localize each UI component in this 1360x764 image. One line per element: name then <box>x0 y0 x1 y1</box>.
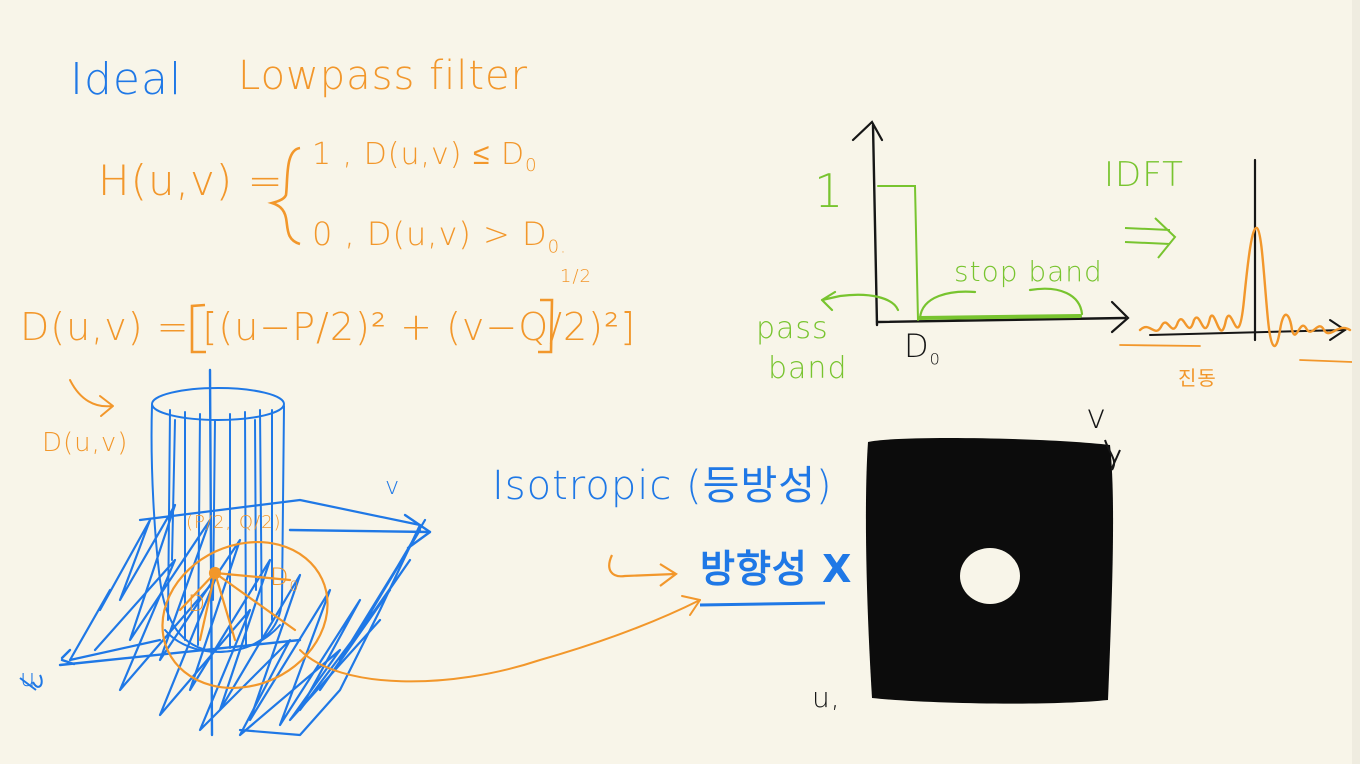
sinc-curve <box>1138 226 1352 347</box>
isotropic-label: Isotropic (등방성) <box>492 463 833 509</box>
axis-u-3d: u <box>20 664 37 692</box>
pass-band-label-2: band <box>768 351 848 386</box>
arrow-to-note <box>299 599 701 683</box>
sinc-sketch <box>1119 158 1352 363</box>
d-arrow <box>69 379 113 408</box>
graph-y-axis <box>871 123 879 327</box>
vertical-scrollbar[interactable] <box>1352 0 1360 764</box>
ringing-label: 진동 <box>1178 366 1217 390</box>
stop-band-label: stop band <box>954 255 1103 288</box>
graph-x-axis <box>875 316 1127 324</box>
pass-curve <box>877 185 919 321</box>
graph-d0-text: D <box>904 327 930 365</box>
cutoff-circle <box>161 540 329 690</box>
h-case2-text: 0 , D(u,v) > D <box>312 215 548 253</box>
brace <box>267 146 301 246</box>
h-case2: 0 , D(u,v) > D0. <box>312 218 567 256</box>
stop-line <box>918 314 1082 320</box>
image-v-label: v <box>1086 397 1108 437</box>
idft-label: IDFT <box>1104 155 1184 195</box>
graph-d0-sub: 0 <box>929 349 941 369</box>
h-case1-text: 1 , D(u,v) ≤ D <box>312 137 526 172</box>
no-direction-label: 방향성 X <box>700 547 853 591</box>
title-ideal: Ideal <box>70 54 183 105</box>
spatial-filter-image <box>865 438 1121 704</box>
pass-band-label-1: pass <box>756 311 829 346</box>
h-case1-sub: 0 <box>525 155 538 176</box>
axis-v-3d: v <box>385 472 401 500</box>
d0-label-text: D <box>270 563 290 591</box>
cylinder-sketch <box>58 368 701 737</box>
d-small: D <box>188 592 206 617</box>
h-case2-sub: 0. <box>547 236 567 258</box>
d-label: D(u,v) <box>42 428 129 458</box>
graph-d0: D0 <box>904 330 941 367</box>
underline <box>699 601 826 607</box>
d0-label-sub: 0 <box>289 578 300 595</box>
d-definition: D(u,v) = [(u−P/2)² + (v−Q/2)²] <box>20 305 637 349</box>
title-lowpass: Lowpass filter <box>238 53 529 99</box>
base-plane-scribble <box>68 498 427 737</box>
d0-label: D0 <box>270 565 299 594</box>
d-exponent: 1/2 <box>560 266 592 287</box>
filter-graph <box>820 120 1130 334</box>
graph-one: 1 <box>814 164 845 218</box>
center-label: (P/2, Q/2) <box>186 512 282 533</box>
image-u-label: u, <box>812 681 841 714</box>
h-case1: 1 , D(u,v) ≤ D0 <box>312 140 538 175</box>
h-lhs: H(u,v) = <box>98 156 284 205</box>
